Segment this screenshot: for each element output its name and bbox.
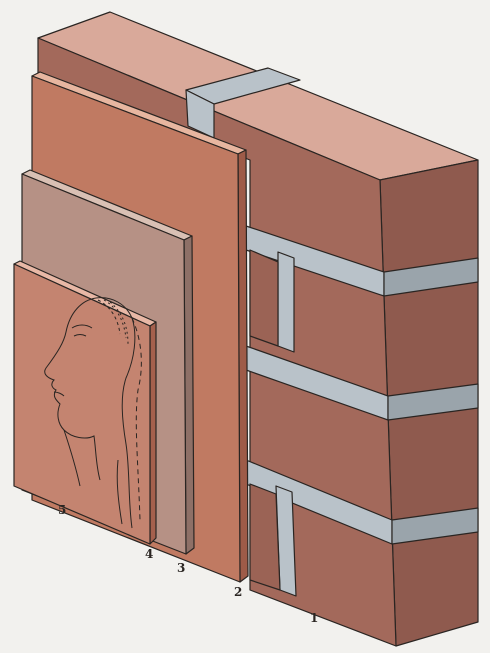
label-3: 3 [177, 561, 185, 575]
layer-4-side-edge [150, 322, 156, 544]
brick-strip-1 [250, 250, 278, 346]
label-1: 1 [310, 611, 318, 625]
label-5: 5 [58, 503, 66, 517]
label-2: 2 [234, 585, 242, 599]
head-joint-1 [278, 252, 294, 352]
label-4: 4 [145, 547, 153, 561]
brick-strip-2 [250, 484, 280, 590]
